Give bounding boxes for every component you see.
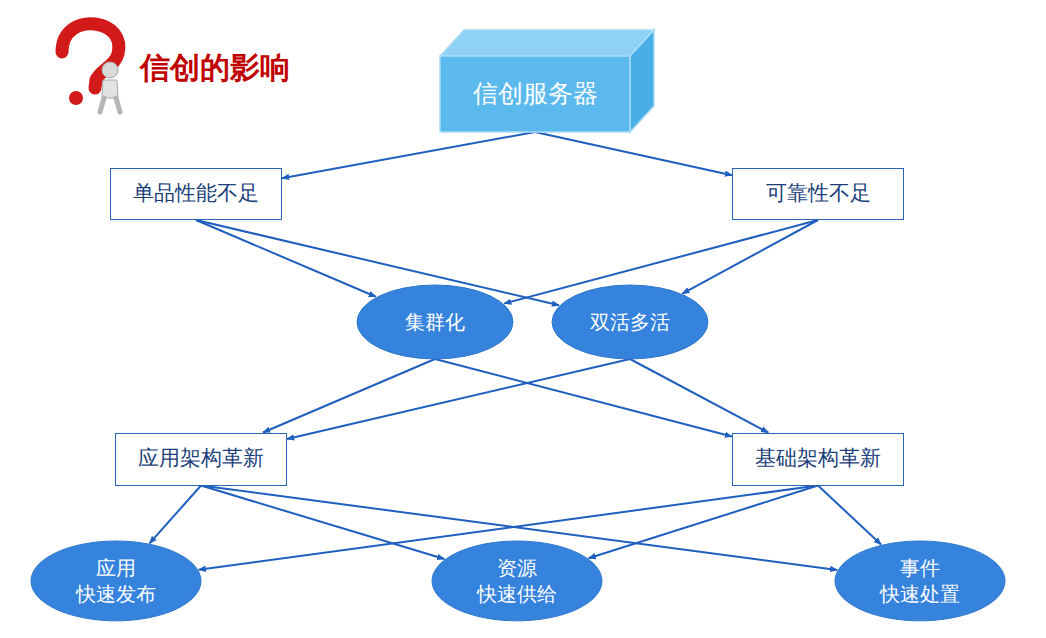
ellipse-fill [31,541,201,621]
ellipse-outline [834,540,1006,622]
ellipse-fill [552,285,708,359]
node-label: 资源 快速供给 [474,555,560,607]
ellipse-fill [357,285,513,359]
arrow-connector [589,486,818,559]
node-label: 单品性能不足 [133,180,259,207]
cube-side [630,30,654,132]
arrow-connector [535,132,732,175]
figure-body [102,80,118,98]
problem-box: 单品性能不足 [110,168,282,220]
arrow-connector [201,486,444,560]
arrow-connector [196,220,376,297]
arrow-connector [630,359,768,433]
arrow-connector [287,359,630,439]
node-label: 应用架构革新 [138,445,264,472]
diagram-title: 信创的影响 [140,48,290,89]
ellipse-outline [431,540,603,622]
figure-head [102,62,118,78]
question-mark [62,24,119,88]
cube-front [440,56,630,132]
question-dot [69,91,83,105]
node-label: 应用 快速发布 [73,555,159,607]
node-label: 可靠性不足 [766,180,871,207]
ellipse-outline [30,540,202,622]
figure-legs [100,98,120,112]
arrow-connector [282,132,535,178]
ellipse-fill [432,541,602,621]
strategy-ellipse: 双活多活 [551,284,709,360]
arrow-connector [682,220,818,294]
outcome-ellipse: 应用 快速发布 [30,540,202,622]
arrow-connector [196,220,559,305]
arrow-connector [263,359,435,433]
arrow-connector [818,486,881,545]
ellipse-fill [835,541,1005,621]
node-label: 事件 快速处置 [877,555,963,607]
innovation-box: 应用架构革新 [115,433,287,486]
arrow-connector [150,486,201,544]
node-label: 双活多活 [590,309,670,335]
innovation-box: 基础架构革新 [732,433,904,486]
node-label: 集群化 [405,309,465,335]
outcome-ellipse: 事件 快速处置 [834,540,1006,622]
problem-box: 可靠性不足 [732,168,904,220]
outcome-ellipse: 资源 快速供给 [431,540,603,622]
cube-top [440,30,654,56]
server-cube: 信创服务器 [440,56,630,132]
strategy-ellipse: 集群化 [356,284,514,360]
node-label: 信创服务器 [473,78,598,111]
node-label: 基础架构革新 [755,445,881,472]
